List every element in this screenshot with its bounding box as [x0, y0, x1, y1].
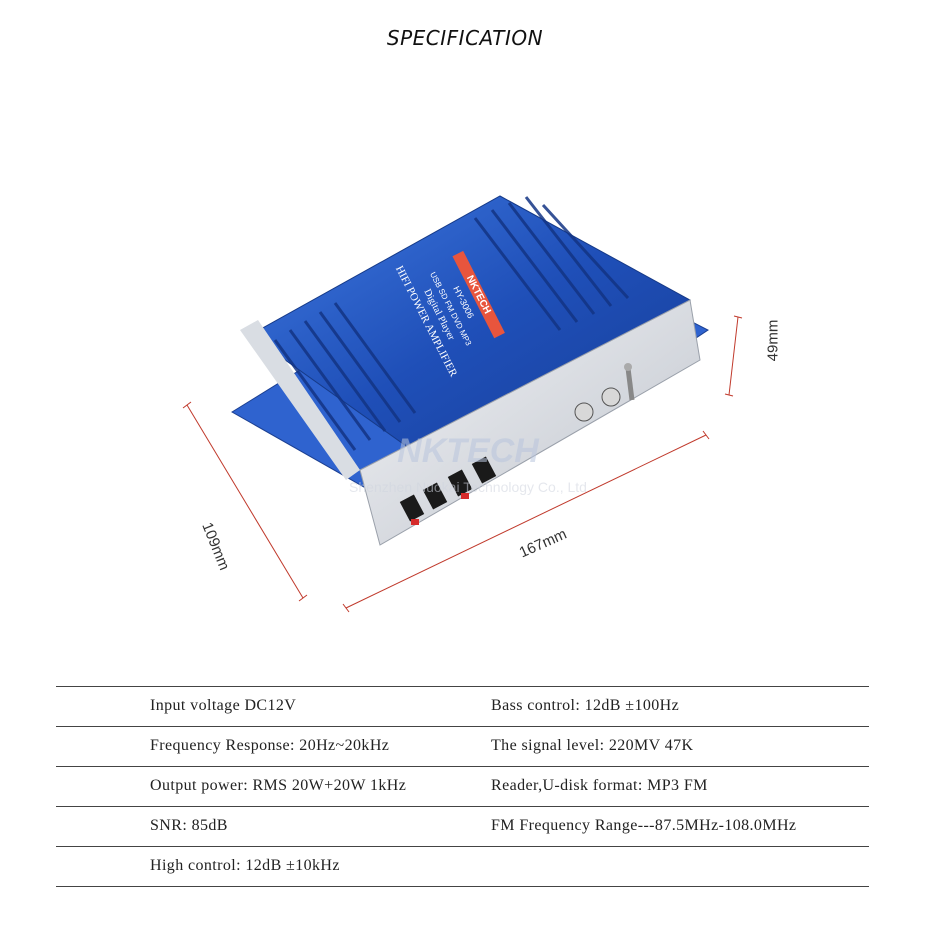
- spec-row: Frequency Response: 20Hz~20kHz The signa…: [56, 726, 869, 766]
- heatsink-fins: [273, 196, 630, 451]
- spec-row: Input voltage DC12V Bass control: 12dB ±…: [56, 686, 869, 726]
- speaker-terminals: [399, 456, 497, 525]
- dimension-lines: [182, 315, 743, 613]
- spec-input-voltage: Input voltage DC12V: [150, 697, 297, 714]
- page-title: SPECIFICATION: [386, 26, 544, 50]
- watermark: NKTECH Shenzhen Nuokai Technology Co., L…: [349, 432, 587, 495]
- spec-output-power: Output power: RMS 20W+20W 1kHz: [150, 777, 407, 794]
- spec-table: Input voltage DC12V Bass control: 12dB ±…: [56, 686, 869, 887]
- spec-fm-range: FM Frequency Range---87.5MHz-108.0MHz: [491, 817, 797, 834]
- top-cap: [240, 320, 360, 480]
- front-panel: [359, 299, 701, 546]
- spec-high-control: High control: 12dB ±10kHz: [150, 857, 340, 874]
- watermark-brand: NKTECH: [397, 432, 540, 470]
- spec-frequency-response: Frequency Response: 20Hz~20kHz: [150, 737, 390, 754]
- amplifier-product-image: NKTECH HY-3006 USB SD FM DVD MP3 Digital…: [182, 195, 743, 613]
- height-dimension-label: 49mm: [764, 319, 782, 362]
- watermark-company: Shenzhen Nuokai Technology Co., Ltd: [349, 479, 587, 495]
- spec-row: High control: 12dB ±10kHz: [56, 846, 869, 887]
- mount-hole: [276, 477, 292, 490]
- spec-row: SNR: 85dB FM Frequency Range---87.5MHz-1…: [56, 806, 869, 846]
- spec-signal-level: The signal level: 220MV 47K: [491, 737, 694, 754]
- spec-snr: SNR: 85dB: [150, 817, 228, 834]
- knobs: [574, 387, 621, 422]
- spec-row: Output power: RMS 20W+20W 1kHz Reader,U-…: [56, 766, 869, 806]
- spec-bass-control: Bass control: 12dB ±100Hz: [491, 697, 680, 714]
- antenna: [625, 367, 635, 401]
- spec-reader-format: Reader,U-disk format: MP3 FM: [491, 777, 708, 794]
